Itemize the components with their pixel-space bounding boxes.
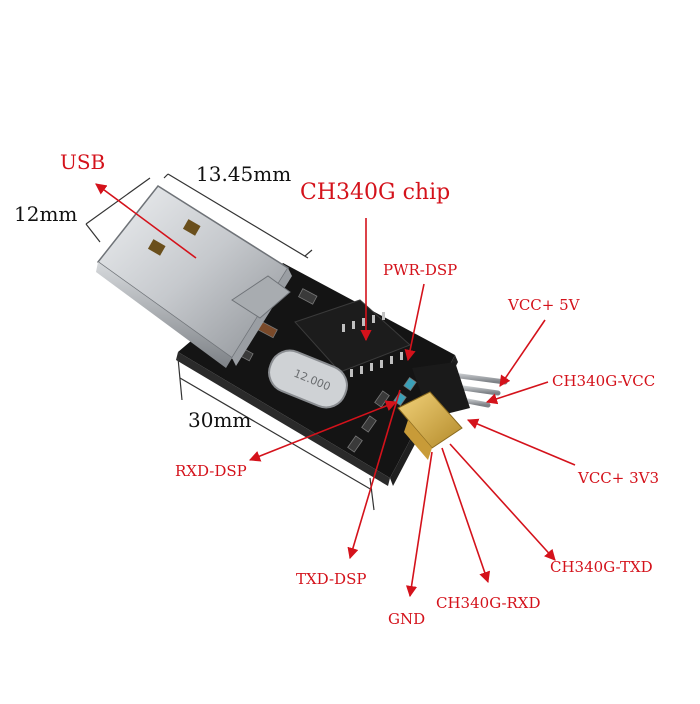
rxd-dsp-label: RXD-DSP [175,462,247,480]
vcc-3v3-label: VCC+ 3V3 [578,469,660,487]
ch340g-vcc-label: CH340G-VCC [552,372,656,390]
height-dimension-label: 12mm [14,202,78,226]
vcc-5v-label: VCC+ 5V [508,296,580,314]
usb-a-connector [96,185,292,368]
gnd-label: GND [388,610,426,628]
jumper-block [397,391,463,460]
chip-label: CH340G chip [300,180,451,205]
pwr-dsp-label: PWR-DSP [383,261,458,279]
usb-label: USB [60,150,106,174]
txd-dsp-label: TXD-DSP [296,570,367,588]
width-dimension-label: 13.45mm [196,162,292,186]
annotation-arrows [95,183,576,598]
crystal-oscillator: 12.000 [268,349,348,409]
ch340g-rxd-label: CH340G-RXD [436,594,541,612]
length-dimension-label: 30mm [188,408,252,432]
ch340g-txd-label: CH340G-TXD [550,558,653,576]
